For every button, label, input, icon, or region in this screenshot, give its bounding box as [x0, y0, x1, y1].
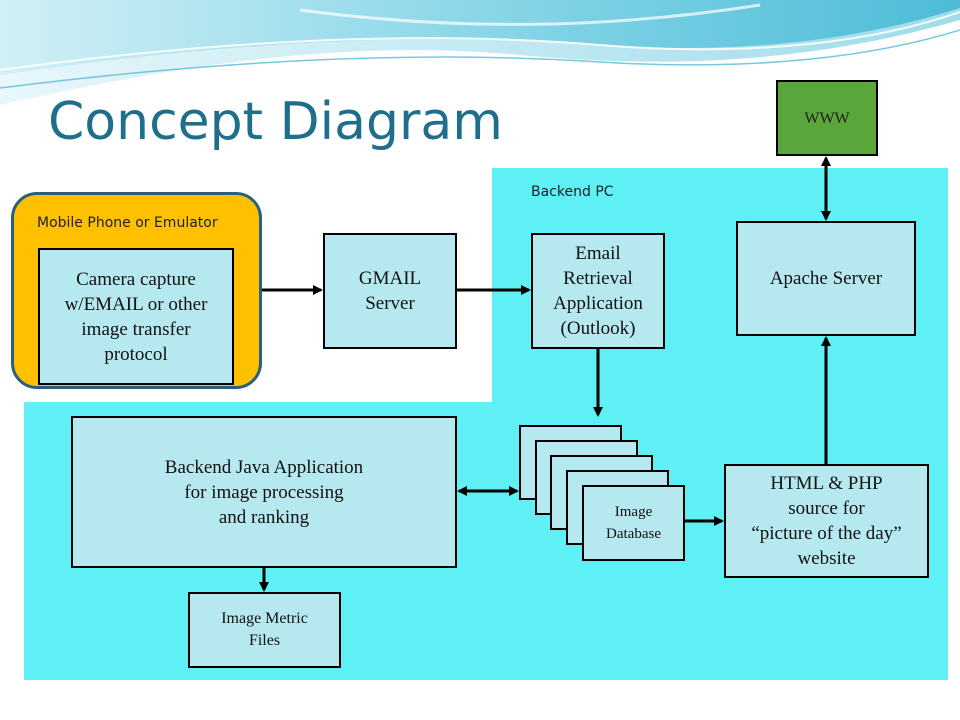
email-retrieval-node: Email Retrieval Application (Outlook) [531, 233, 665, 349]
camera-capture-node: Camera capture w/EMAIL or other image tr… [38, 248, 234, 385]
java-application-node: Backend Java Application for image proce… [71, 416, 457, 568]
image-database-node: Image Database [582, 485, 685, 561]
gmail-server-node: GMAIL Server [323, 233, 457, 349]
www-node: WWW [776, 80, 878, 156]
backend-region-label: Backend PC [531, 184, 614, 200]
apache-server-node: Apache Server [736, 221, 916, 336]
mobile-region-label: Mobile Phone or Emulator [37, 215, 218, 231]
page-title: Concept Diagram [48, 92, 503, 152]
header-wave [0, 0, 960, 105]
image-metric-files-node: Image Metric Files [188, 592, 341, 668]
html-php-node: HTML & PHP source for “picture of the da… [724, 464, 929, 578]
